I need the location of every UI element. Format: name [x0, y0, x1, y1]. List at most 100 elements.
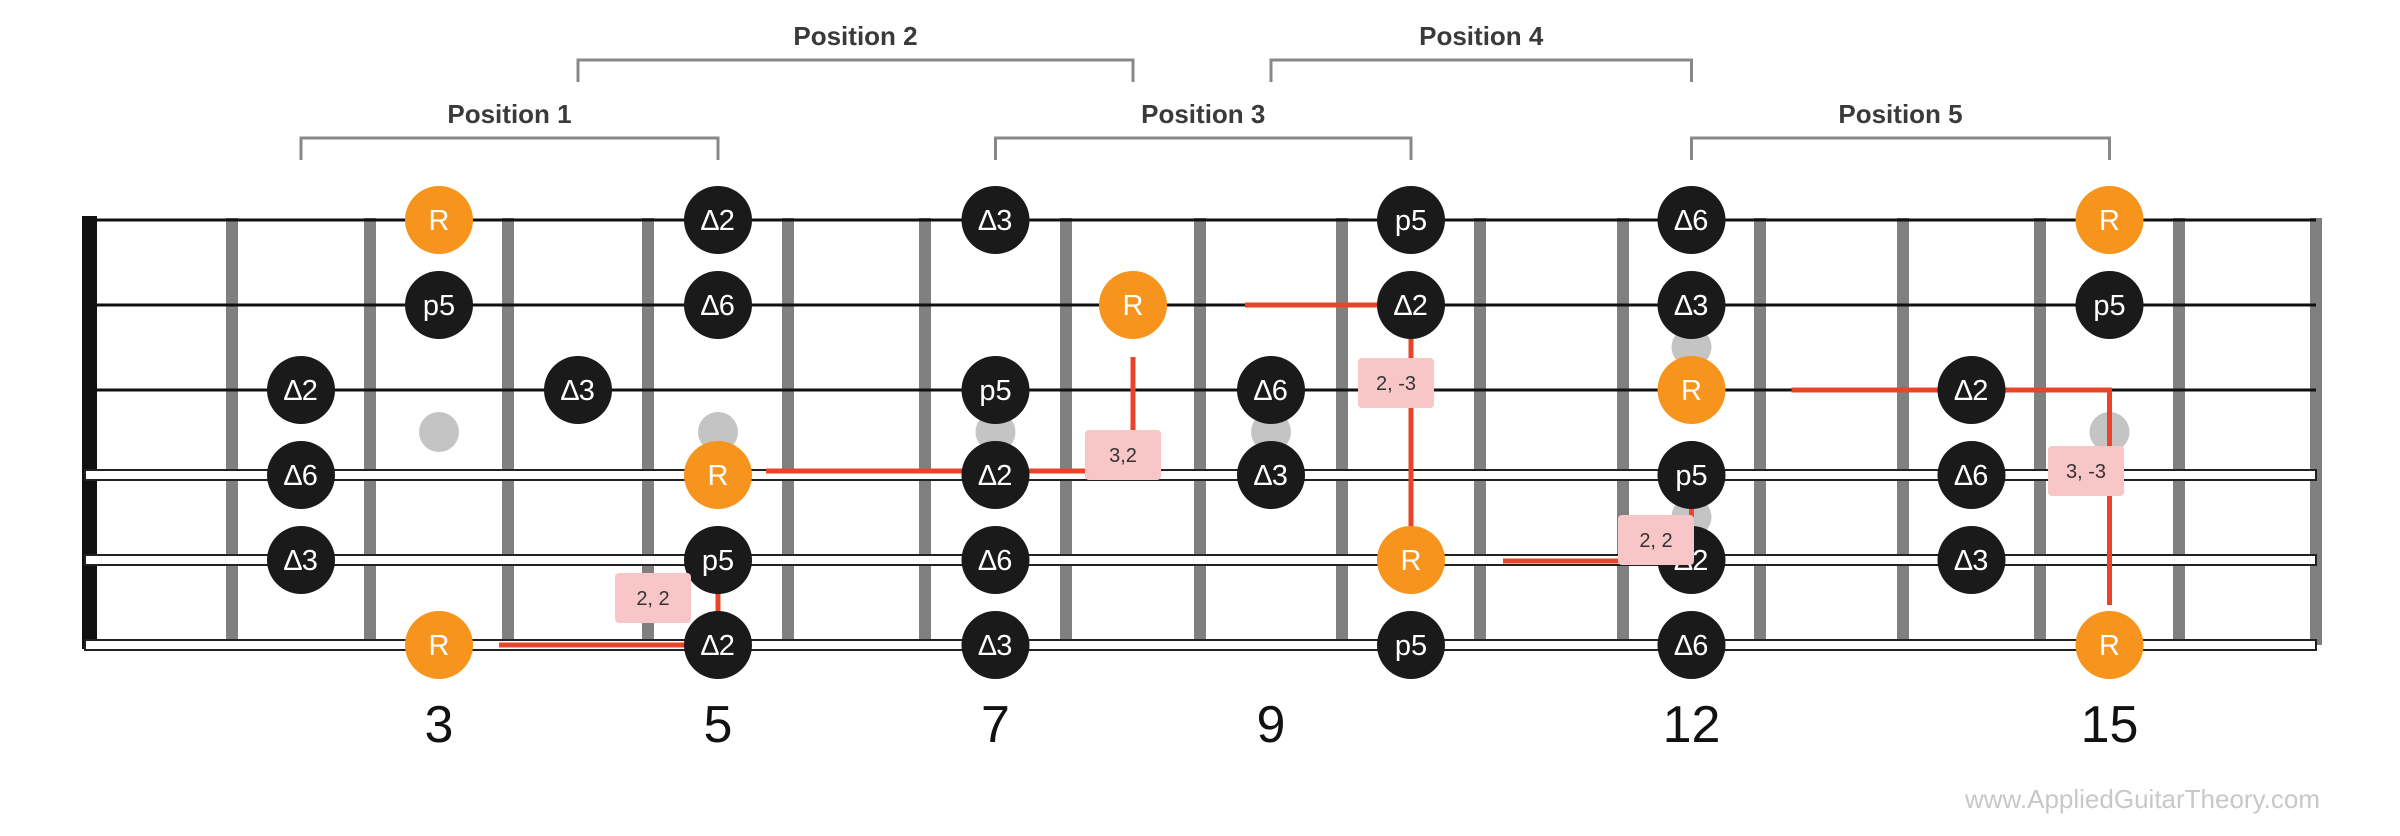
position-bracket: Position 5 — [1690, 99, 2111, 160]
fret-wire — [1060, 218, 1072, 645]
note-label: ∆3 — [1955, 545, 1989, 577]
note-label: ∆6 — [284, 460, 318, 492]
interval-note: ∆3 — [267, 526, 335, 594]
note-label: ∆6 — [701, 290, 735, 322]
fret-wire — [1194, 218, 1206, 645]
fret-wire — [2173, 218, 2185, 645]
note-label: R — [429, 205, 450, 237]
fret-number: 3 — [425, 696, 454, 754]
interval-note: p5 — [961, 356, 1030, 424]
fret-wire — [502, 218, 514, 645]
note-label: ∆3 — [979, 205, 1013, 237]
interval-note: ∆6 — [267, 441, 335, 509]
interval-note: p5 — [2075, 271, 2144, 339]
interval-note: ∆3 — [961, 186, 1030, 254]
shift-label-text: 2, -3 — [1376, 373, 1416, 395]
note-label: ∆6 — [979, 545, 1013, 577]
position-bracket: Position 4 — [1269, 21, 1693, 82]
position-label: Position 2 — [793, 21, 917, 51]
interval-note: ∆2 — [961, 441, 1030, 509]
nut — [82, 216, 97, 649]
note-label: R — [2099, 205, 2120, 237]
note-label: ∆3 — [1254, 460, 1288, 492]
fret-number: 15 — [2081, 696, 2139, 754]
interval-note: ∆6 — [961, 526, 1030, 594]
note-label: R — [1123, 290, 1144, 322]
position-label: Position 4 — [1419, 21, 1544, 51]
interval-note: p5 — [405, 271, 473, 339]
note-label: ∆6 — [1675, 205, 1709, 237]
fret-wire — [1474, 218, 1486, 645]
interval-note: p5 — [1377, 186, 1445, 254]
interval-note: ∆3 — [544, 356, 612, 424]
interval-note: ∆2 — [684, 611, 752, 679]
fret-number: 5 — [704, 696, 733, 754]
note-label: R — [1681, 375, 1702, 407]
root-note: R — [1657, 356, 1726, 424]
fret-number: 9 — [1257, 696, 1286, 754]
position-label: Position 5 — [1838, 99, 1962, 129]
interval-note: ∆6 — [1657, 611, 1726, 679]
shift-path — [1791, 387, 2112, 605]
note-label: ∆2 — [701, 630, 735, 662]
interval-note: ∆3 — [1937, 526, 2006, 594]
interval-note: ∆6 — [684, 271, 752, 339]
root-note: R — [2075, 611, 2144, 679]
note-label: R — [1401, 545, 1422, 577]
note-label: R — [2099, 630, 2120, 662]
interval-note: p5 — [1657, 441, 1726, 509]
interval-note: ∆6 — [1657, 186, 1726, 254]
note-label: ∆3 — [979, 630, 1013, 662]
root-note: R — [1377, 526, 1445, 594]
note-label: p5 — [702, 545, 734, 577]
shift-label-text: 3,2 — [1109, 445, 1137, 467]
shift-labels: 2, 23,22, -32, 23, -3 — [615, 358, 2124, 623]
note-label: p5 — [1675, 460, 1707, 492]
interval-note: ∆6 — [1237, 356, 1305, 424]
fret-wire — [364, 218, 376, 645]
note-label: R — [708, 460, 729, 492]
fret-wire — [2034, 218, 2046, 645]
fret-wire — [782, 218, 794, 645]
root-note: R — [405, 186, 473, 254]
position-label: Position 3 — [1141, 99, 1265, 129]
string-6 — [84, 639, 2317, 651]
note-label: ∆3 — [284, 545, 318, 577]
fret-wire — [2310, 218, 2322, 645]
shift-label: 3,2 — [1085, 430, 1161, 480]
fret-wire — [919, 218, 931, 645]
interval-note: ∆3 — [1657, 271, 1726, 339]
interval-note: ∆3 — [1237, 441, 1305, 509]
position-bracket: Position 2 — [576, 21, 1135, 82]
root-note: R — [405, 611, 473, 679]
note-label: ∆2 — [284, 375, 318, 407]
note-label: p5 — [1395, 630, 1427, 662]
interval-note: ∆2 — [1377, 271, 1445, 339]
fret-inlay-dot — [419, 412, 459, 452]
shift-label: 2, 2 — [1618, 515, 1694, 565]
fret-wire — [226, 218, 238, 645]
fret-wire — [1336, 218, 1348, 645]
string-4 — [84, 469, 2317, 481]
note-label: p5 — [423, 290, 455, 322]
fret-inlay-dot — [698, 412, 738, 452]
fret-wire — [642, 218, 654, 645]
note-label: ∆6 — [1955, 460, 1989, 492]
interval-note: p5 — [684, 526, 752, 594]
interval-note: p5 — [1377, 611, 1445, 679]
fretboard — [82, 216, 2322, 651]
string-5 — [84, 554, 2317, 566]
shift-label-text: 2, 2 — [636, 588, 669, 610]
note-label: ∆6 — [1254, 375, 1288, 407]
note-label: ∆2 — [1394, 290, 1428, 322]
interval-note: ∆2 — [267, 356, 335, 424]
position-bracket: Position 1 — [299, 99, 720, 160]
root-note: R — [684, 441, 752, 509]
interval-note: ∆2 — [684, 186, 752, 254]
position-brackets: Position 1 Position 2 Position 3 Position 4… — [299, 21, 2111, 160]
note-label: ∆3 — [561, 375, 595, 407]
note-label: ∆3 — [1675, 290, 1709, 322]
fret-wire — [1897, 218, 1909, 645]
interval-note: ∆2 — [1937, 356, 2006, 424]
